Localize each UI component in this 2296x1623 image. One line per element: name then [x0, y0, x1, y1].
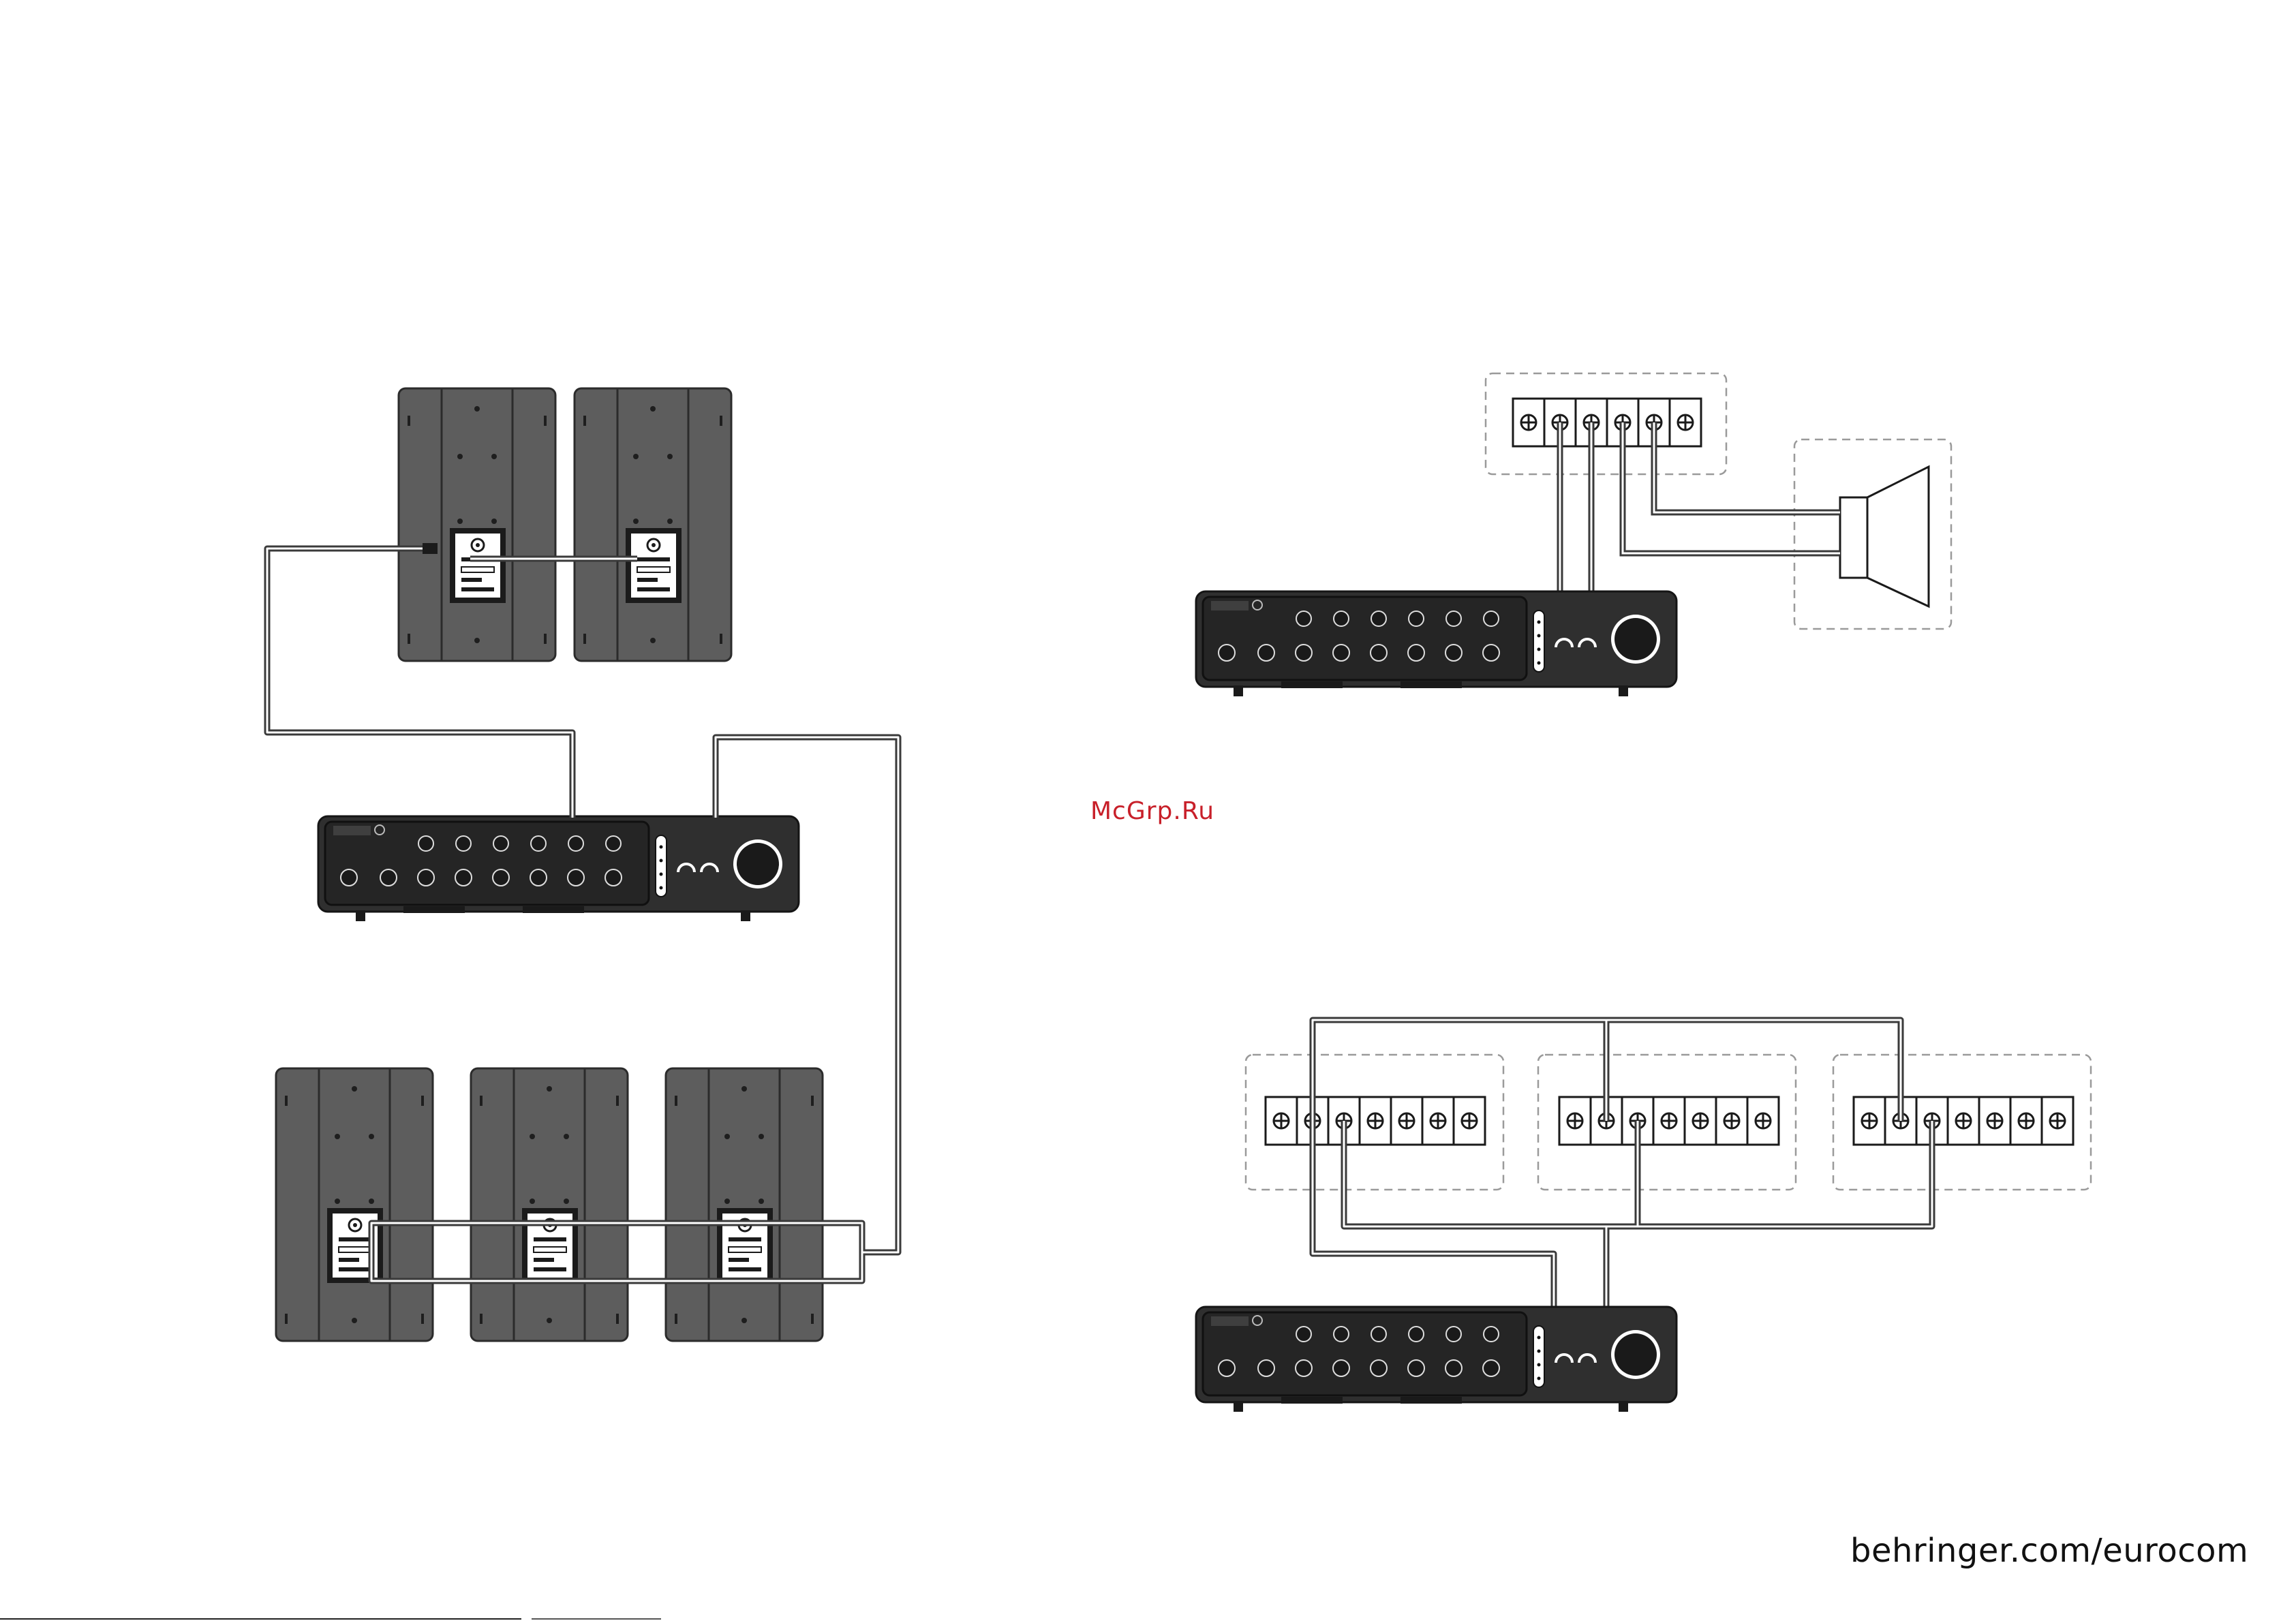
- footer-rule-secondary: [532, 1618, 661, 1620]
- right-bottom-cables: [1313, 1020, 1932, 1308]
- left-speaker-bottom-1: [276, 1068, 433, 1341]
- terminal-strip-2: [1559, 1097, 1779, 1145]
- terminal-strip-1: [1266, 1097, 1485, 1145]
- right-bottom-amplifier: [1196, 1307, 1677, 1412]
- brand-url: behringer.com/eurocom: [1850, 1532, 2248, 1570]
- left-amplifier: [318, 816, 799, 921]
- left-speaker-top-1: [399, 388, 555, 661]
- left-speaker-bottom-2: [471, 1068, 628, 1341]
- footer-rule: [0, 1618, 521, 1620]
- left-speaker-top-2: [575, 388, 731, 661]
- watermark: McGrp.Ru: [1090, 797, 1214, 825]
- left-speaker-bottom-3: [666, 1068, 823, 1341]
- horn-speaker-icon: [1840, 467, 1929, 606]
- terminal-strip-top: [1513, 399, 1701, 446]
- right-top-cables: [1560, 422, 1840, 593]
- right-top-amplifier: [1196, 591, 1677, 696]
- terminal-strip-3: [1854, 1097, 2073, 1145]
